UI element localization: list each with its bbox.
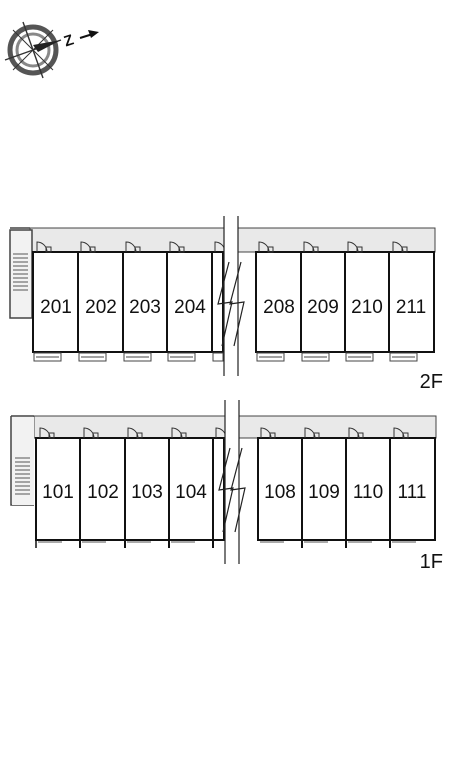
unit-label: 110 bbox=[353, 482, 383, 503]
unit-label: 103 bbox=[131, 482, 163, 503]
unit-block-2f-left bbox=[32, 251, 224, 353]
unit-label: 102 bbox=[87, 482, 119, 503]
unit-label: 101 bbox=[42, 482, 74, 503]
unit-label: 109 bbox=[308, 482, 340, 503]
unit-block-1f-left bbox=[35, 437, 225, 541]
floor-label: 1F bbox=[420, 551, 443, 573]
door-icon bbox=[36, 241, 408, 253]
unit-label: 210 bbox=[351, 297, 383, 318]
unit-label: 204 bbox=[174, 297, 206, 318]
balcony bbox=[33, 352, 418, 362]
floor-label: 2F bbox=[420, 371, 443, 393]
unit-label: 201 bbox=[40, 297, 72, 318]
unit-label: 104 bbox=[175, 482, 207, 503]
unit-label: 203 bbox=[129, 297, 161, 318]
door-icon bbox=[39, 427, 409, 439]
break-line-icon bbox=[217, 261, 233, 347]
stairs-2f bbox=[9, 229, 33, 319]
floor-1f: 101 102 103 104 108 109 110 111 1F bbox=[10, 400, 443, 573]
unit-label: 202 bbox=[85, 297, 117, 318]
unit-label: 211 bbox=[396, 297, 426, 318]
break-line-icon bbox=[218, 447, 234, 533]
unit-label: 209 bbox=[307, 297, 339, 318]
floor-2f: 201 202 203 204 208 209 210 211 2F bbox=[9, 216, 443, 393]
unit-label: 208 bbox=[263, 297, 295, 318]
compass-icon bbox=[4, 21, 62, 79]
unit-label: 108 bbox=[264, 482, 296, 503]
compass-north-letter: Z bbox=[62, 31, 76, 50]
north-arrow-icon bbox=[79, 30, 99, 39]
stairs-1f bbox=[10, 416, 34, 506]
unit-label: 111 bbox=[398, 482, 427, 503]
